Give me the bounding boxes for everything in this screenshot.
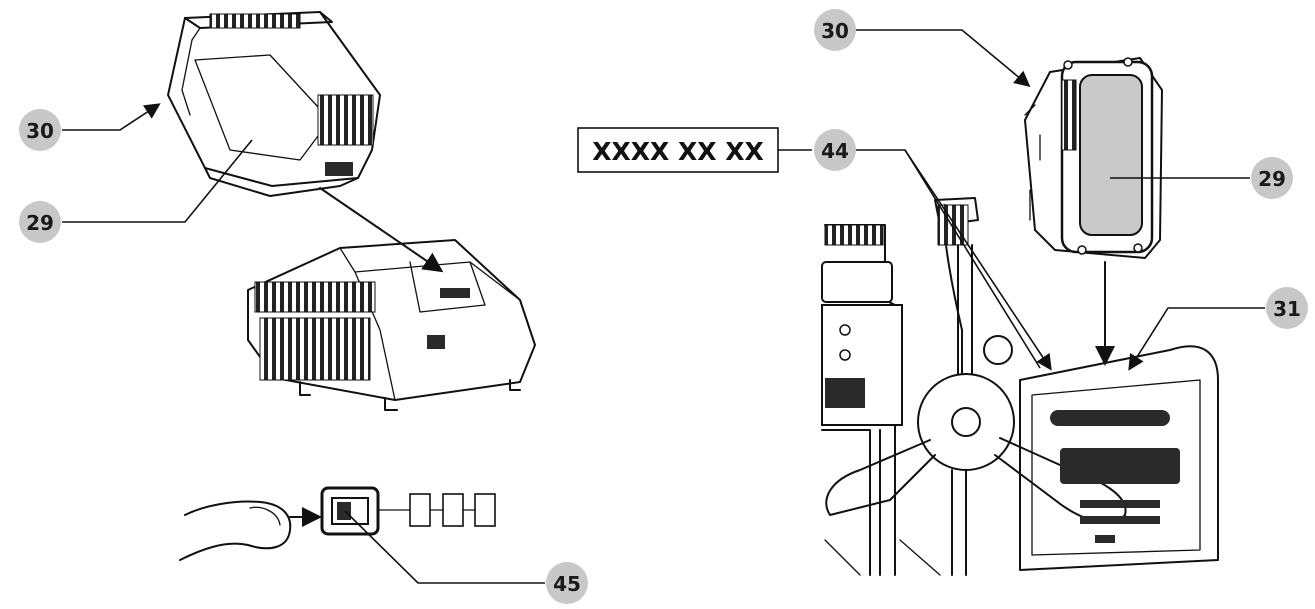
callout-45-label: 45 — [553, 572, 581, 596]
product-code-box: XXXX XX XX — [577, 127, 779, 173]
callout-30-left-label: 30 — [26, 119, 54, 143]
callout-30-right: 30 — [814, 9, 856, 51]
callout-44: 44 — [814, 129, 856, 171]
callout-30-left: 30 — [19, 109, 61, 151]
callout-29-right-label: 29 — [1258, 167, 1286, 191]
product-code-label: XXXX XX XX — [592, 137, 764, 166]
finger-icon — [179, 500, 322, 561]
battery-gauge-icon — [320, 486, 496, 536]
callout-44-label: 44 — [821, 139, 849, 163]
callout-31: 31 — [1266, 287, 1308, 329]
battery-pack-icon — [167, 11, 381, 197]
leader-lines — [62, 29, 1265, 584]
callout-31-label: 31 — [1273, 297, 1301, 321]
callout-30-right-label: 30 — [821, 19, 849, 43]
drill-unit-icon — [821, 197, 1219, 576]
callout-29-left-label: 29 — [26, 211, 54, 235]
callout-45: 45 — [546, 562, 588, 604]
charger-icon — [247, 187, 536, 411]
callout-29-left: 29 — [19, 201, 61, 243]
callout-29-right: 29 — [1251, 157, 1293, 199]
battery-pack-upright-icon — [1024, 57, 1163, 259]
